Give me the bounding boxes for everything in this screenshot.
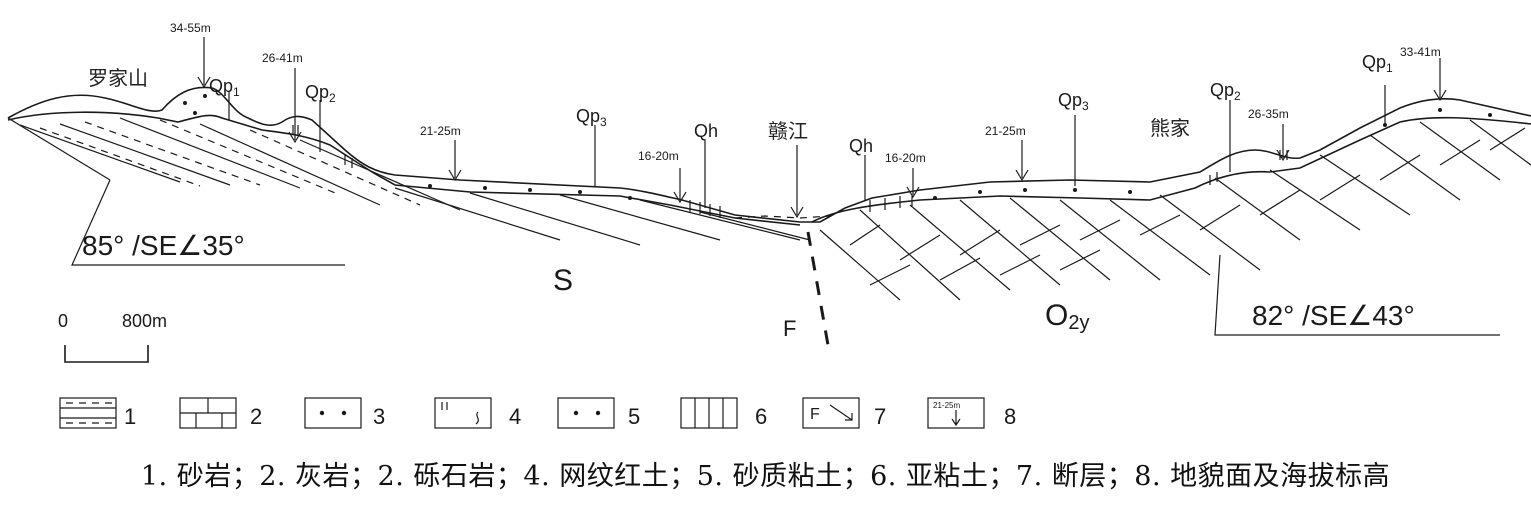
elev-16-20-left: 16-20m: [638, 149, 679, 163]
unit-leaders: [228, 85, 1386, 208]
unit-qp3-right: Qp3: [1058, 90, 1089, 113]
profile-lines: [7, 86, 1531, 226]
attitude-left-frame: [71, 179, 345, 266]
limestone-blocks-o2y: [819, 119, 1531, 301]
svg-text:4: 4: [509, 404, 521, 429]
place-ganjiang: 赣江: [768, 119, 808, 143]
svg-text:8: 8: [1004, 404, 1016, 429]
svg-text:0: 0: [58, 311, 68, 331]
elev-26-35: 26-35m: [1248, 107, 1289, 121]
attitude-right-frame: [1214, 254, 1500, 336]
unit-qp1-right: Qp1: [1362, 52, 1393, 75]
place-luojiashan: 罗家山: [88, 66, 148, 90]
attitude-left: 85° /SE∠35°: [82, 230, 245, 261]
elevation-arrows: [197, 37, 1447, 219]
strata-s: S: [553, 264, 573, 297]
elev-33-41: 33-41m: [1400, 45, 1441, 59]
elev-16-20-right: 16-20m: [885, 151, 926, 165]
unit-qh-left: Qh: [694, 121, 718, 141]
svg-text:5: 5: [628, 404, 640, 429]
svg-text:7: 7: [874, 404, 886, 429]
unit-qp3-left: Qp3: [576, 106, 607, 129]
svg-text:1: 1: [124, 404, 136, 429]
elev-34-55: 34-55m: [170, 21, 211, 35]
svg-text:3: 3: [373, 404, 385, 429]
geologic-cross-section: 罗家山 赣江 熊家 Qp1 Qp2 Qp3 Qh Qh Qp3 Qp2 Qp1 …: [7, 21, 1531, 429]
elev-21-25-left: 21-25m: [420, 124, 461, 138]
unit-qp1-left: Qp1: [209, 76, 240, 99]
fault-line: [806, 231, 830, 346]
legend: 1 2 3 4 5 6 F 7 21-25m 8: [59, 397, 1016, 429]
unit-qp2-right: Qp2: [1210, 80, 1241, 103]
svg-text:6: 6: [755, 404, 767, 429]
elev-26-41: 26-41m: [262, 51, 303, 65]
fault-label: F: [783, 316, 796, 341]
svg-text:2: 2: [250, 404, 262, 429]
gravel-dots: [183, 94, 1492, 200]
svg-text:F: F: [810, 406, 820, 423]
scale-bar: 0 800m: [58, 311, 167, 363]
subclay-hatch: [292, 125, 1288, 218]
svg-text:21-25m: 21-25m: [933, 401, 960, 410]
svg-text:800m: 800m: [122, 311, 167, 331]
elev-21-25-right: 21-25m: [985, 124, 1026, 138]
figure-caption: 1. 砂岩；2. 灰岩；2. 砾石岩；4. 网纹红土；5. 砂质粘土；6. 亚粘…: [0, 440, 1531, 507]
attitude-right: 82° /SE∠43°: [1252, 300, 1415, 331]
place-xiongjia: 熊家: [1150, 116, 1190, 140]
sandstone-bedding-s: [19, 117, 811, 246]
unit-qp2-left: Qp2: [305, 82, 336, 105]
strata-o2y: O2y: [1045, 299, 1089, 334]
unit-qh-right: Qh: [849, 136, 873, 156]
